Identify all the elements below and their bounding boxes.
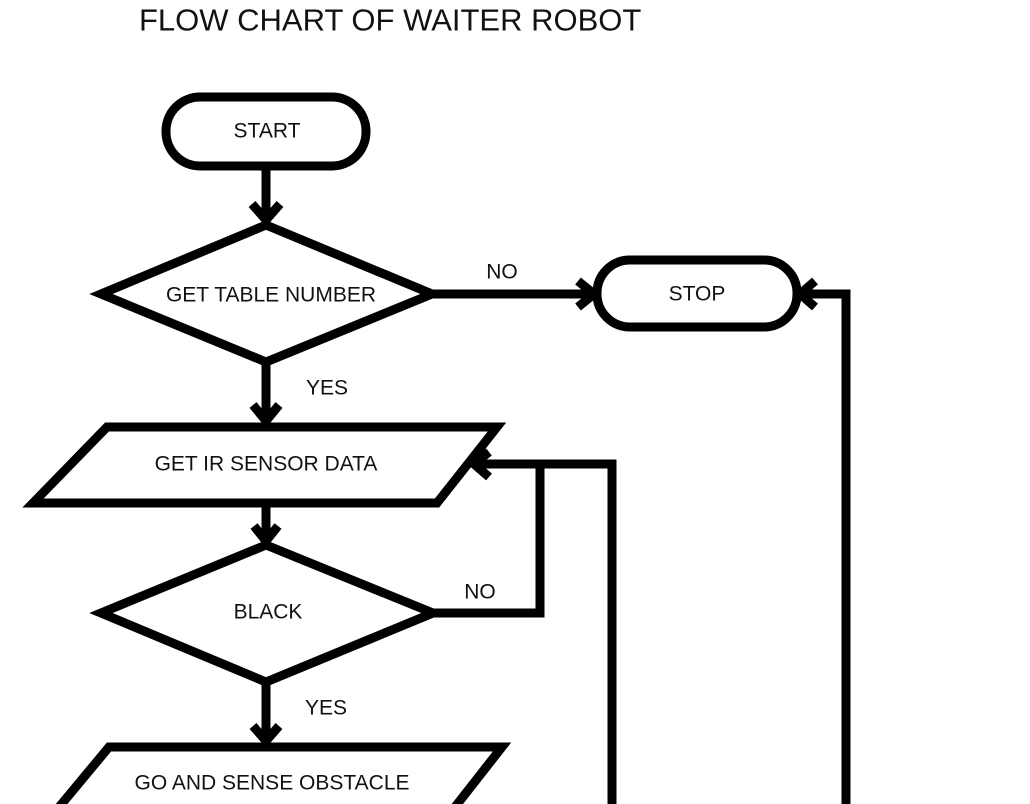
node-get-ir-sensor-data-label: GET IR SENSOR DATA — [155, 453, 378, 476]
edge-label-no: NO — [486, 261, 518, 284]
node-go-and-sense-obstacle-label: GO AND SENSE OBSTACLE — [134, 772, 409, 795]
node-get-table-number-label: GET TABLE NUMBER — [166, 284, 376, 307]
node-go-and-sense-obstacle: GO AND SENSE OBSTACLE — [55, 742, 512, 804]
edge-start-to-table-number — [248, 166, 284, 227]
edge-ir-data-to-black — [250, 504, 282, 549]
edge-label-yes: YES — [305, 697, 347, 720]
edge-label-no: NO — [464, 581, 496, 604]
node-start-label: START — [234, 120, 301, 143]
edge-black-yes-to-sense-obstacle: YES — [249, 684, 347, 748]
node-black-label: BLACK — [234, 601, 303, 624]
edge-label-yes: YES — [306, 377, 348, 400]
edge-table-number-yes-to-ir-data: YES — [249, 362, 348, 429]
edge-loop-to-ir-data — [540, 459, 617, 804]
node-black: BLACK — [89, 540, 445, 687]
node-get-table-number: GET TABLE NUMBER — [89, 220, 444, 367]
node-start: START — [161, 92, 371, 171]
node-stop-label: STOP — [669, 283, 726, 306]
node-get-ir-sensor-data: GET IR SENSOR DATA — [22, 422, 507, 508]
flowchart-title: FLOW CHART OF WAITER ROBOT — [139, 3, 641, 38]
edge-table-number-no-to-stop: NO — [432, 261, 602, 311]
edge-loop-to-stop — [793, 277, 851, 804]
edge-black-no-to-ir-data: NO — [433, 448, 545, 618]
node-stop: STOP — [592, 255, 802, 332]
